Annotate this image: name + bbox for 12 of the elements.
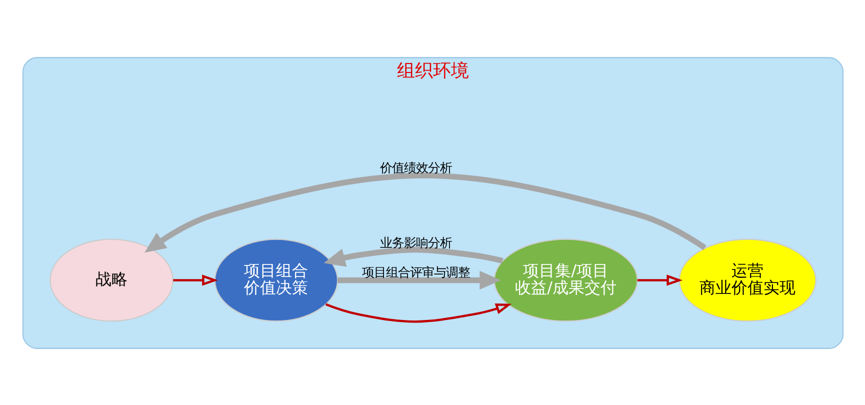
edge-label: 项目组合评审与调整 bbox=[361, 264, 470, 280]
edge-label: 业务影响分析 bbox=[379, 234, 452, 250]
arrow bbox=[337, 270, 500, 290]
arrow bbox=[172, 274, 218, 286]
edge-label: 价值绩效分析 bbox=[379, 160, 452, 175]
node-ellipse: 战略 bbox=[49, 238, 173, 322]
node-ellipse: 项目组合 价值决策 bbox=[214, 238, 338, 322]
arrow bbox=[144, 172, 706, 252]
arrow bbox=[324, 302, 512, 322]
node-ellipse: 运营 商业价值实现 bbox=[678, 238, 816, 322]
arrow bbox=[323, 246, 503, 266]
arrow bbox=[636, 274, 682, 286]
